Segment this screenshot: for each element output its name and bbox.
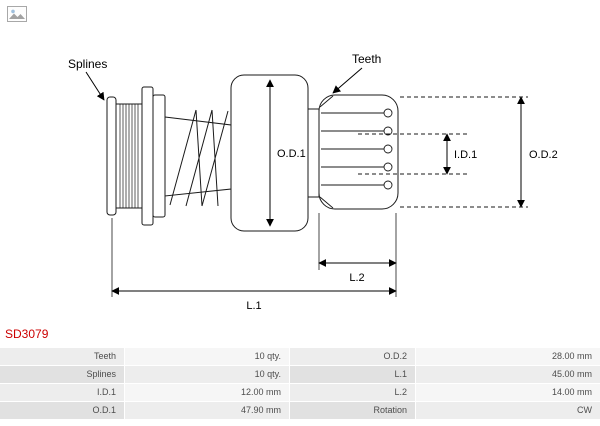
spec-label: Splines bbox=[0, 366, 124, 383]
spec-value: 12.00 mm bbox=[125, 384, 289, 401]
od2-label: O.D.2 bbox=[529, 149, 558, 161]
splines-label: Splines bbox=[68, 57, 107, 71]
spec-label: Teeth bbox=[0, 348, 124, 365]
spec-value: 14.00 mm bbox=[416, 384, 600, 401]
shaft-cone bbox=[164, 116, 232, 197]
pinion-teeth-tips bbox=[383, 108, 393, 190]
pinion-teeth-lines bbox=[321, 112, 388, 186]
shaft-end-disc bbox=[106, 96, 117, 216]
spline-hatch bbox=[119, 104, 139, 208]
spec-value: 28.00 mm bbox=[416, 348, 600, 365]
step-ring bbox=[307, 108, 320, 198]
spec-table: Teeth 10 qty. O.D.2 28.00 mm Splines 10 … bbox=[0, 348, 600, 419]
table-row: O.D.1 47.90 mm Rotation CW bbox=[0, 402, 600, 419]
flange-disc bbox=[141, 86, 154, 226]
spec-label: L.2 bbox=[290, 384, 415, 401]
broken-image-icon bbox=[7, 6, 27, 27]
table-row: I.D.1 12.00 mm L.2 14.00 mm bbox=[0, 384, 600, 401]
teeth-label: Teeth bbox=[352, 52, 381, 66]
l2-label: L.2 bbox=[349, 272, 364, 284]
teeth-leader-arrow bbox=[332, 67, 363, 94]
spec-label: Rotation bbox=[290, 402, 415, 419]
table-row: Splines 10 qty. L.1 45.00 mm bbox=[0, 366, 600, 383]
spec-label: O.D.1 bbox=[0, 402, 124, 419]
table-row: Teeth 10 qty. O.D.2 28.00 mm bbox=[0, 348, 600, 365]
spec-label: L.1 bbox=[290, 366, 415, 383]
collar-ring bbox=[152, 94, 166, 218]
starter-drive-technical-drawing: Splines Teeth O.D.1 I.D.1 O.D.2 L.2 L.1 bbox=[68, 52, 558, 312]
part-number: SD3079 bbox=[5, 327, 49, 341]
l1-label: L.1 bbox=[246, 300, 261, 312]
spec-label: I.D.1 bbox=[0, 384, 124, 401]
splines-leader-arrow bbox=[85, 71, 105, 101]
pinion-body bbox=[318, 94, 399, 210]
pinion-chamfer bbox=[319, 95, 334, 209]
spec-value: 10 qty. bbox=[125, 366, 289, 383]
spec-value: 47.90 mm bbox=[125, 402, 289, 419]
spec-label: O.D.2 bbox=[290, 348, 415, 365]
spec-value: 45.00 mm bbox=[416, 366, 600, 383]
id1-label: I.D.1 bbox=[454, 149, 477, 161]
spec-value: CW bbox=[416, 402, 600, 419]
spring-coil bbox=[169, 109, 229, 207]
od1-label: O.D.1 bbox=[277, 148, 306, 160]
spec-value: 10 qty. bbox=[125, 348, 289, 365]
